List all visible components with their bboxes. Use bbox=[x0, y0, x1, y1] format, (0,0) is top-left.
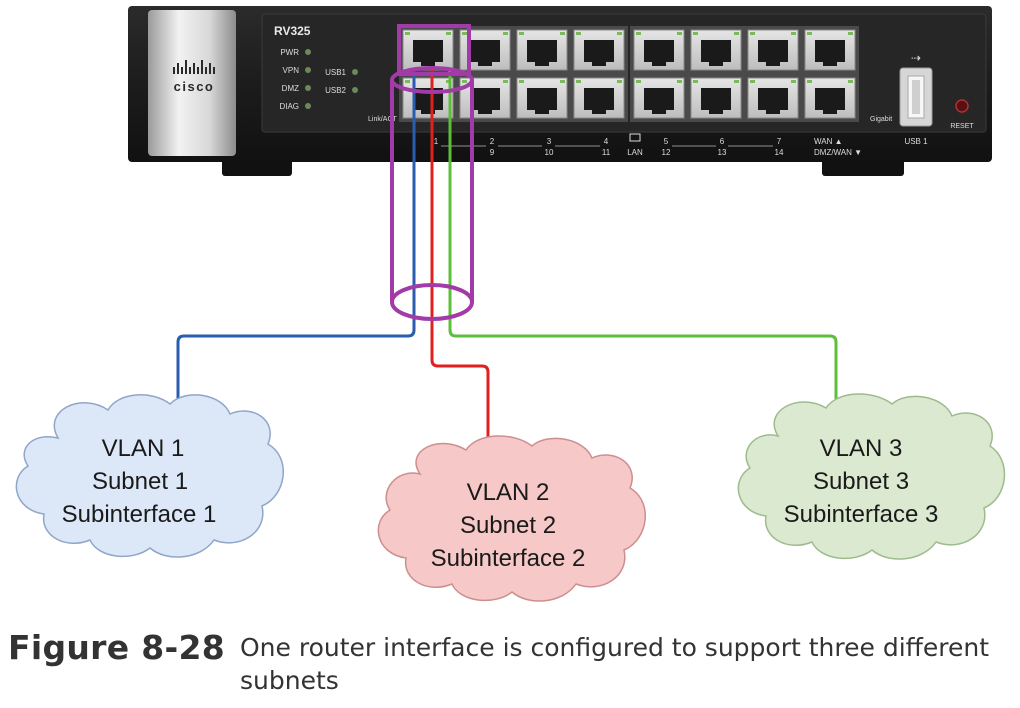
port-label-11: 11 bbox=[602, 148, 611, 157]
led-usb2 bbox=[352, 87, 358, 93]
ethernet-port bbox=[570, 26, 628, 74]
link-act-label: Link/ACT bbox=[368, 116, 398, 123]
figure-caption-text: One router interface is configured to su… bbox=[240, 633, 989, 695]
ethernet-port bbox=[456, 74, 514, 122]
lan-label: LAN bbox=[627, 148, 643, 157]
port1-highlight-box bbox=[397, 24, 471, 76]
cloud-3-subinterface: Subinterface 3 bbox=[784, 501, 939, 528]
led-diag bbox=[305, 103, 311, 109]
ethernet-port bbox=[687, 74, 745, 122]
ethernet-port bbox=[744, 74, 802, 122]
router-foot-right bbox=[822, 158, 904, 176]
cloud-3-vlan: VLAN 3 bbox=[820, 435, 903, 462]
figure-number: Figure 8-28 bbox=[8, 628, 225, 667]
vlan-cloud-2: VLAN 2 Subnet 2 Subinterface 2 bbox=[377, 435, 646, 602]
cloud-2-vlan: VLAN 2 bbox=[467, 479, 550, 506]
ethernet-port bbox=[570, 74, 628, 122]
led-label-pwr: PWR bbox=[280, 48, 299, 57]
port-label-3: 3 bbox=[547, 137, 552, 146]
cloud-1-vlan: VLAN 1 bbox=[102, 435, 185, 462]
router-foot-left bbox=[222, 158, 292, 176]
port-label-4: 4 bbox=[604, 137, 609, 146]
trunk-bottom-ellipse bbox=[390, 283, 474, 321]
brand-label: cisco bbox=[174, 79, 215, 94]
led-usb1 bbox=[352, 69, 358, 75]
ethernet-port bbox=[801, 26, 859, 74]
ethernet-port bbox=[513, 74, 571, 122]
dmz-wan-label: DMZ/WAN ▼ bbox=[814, 148, 862, 157]
ethernet-port bbox=[399, 74, 457, 122]
ethernet-port bbox=[513, 26, 571, 74]
ethernet-port bbox=[687, 26, 745, 74]
port-label-1: 1 bbox=[434, 137, 439, 146]
ethernet-ports bbox=[399, 26, 859, 122]
led-vpn bbox=[305, 67, 311, 73]
led-pwr bbox=[305, 49, 311, 55]
lan-icon bbox=[629, 133, 641, 142]
cloud-3-subnet: Subnet 3 bbox=[813, 468, 909, 495]
wan-label: WAN ▲ bbox=[814, 137, 843, 146]
cloud-shape-2 bbox=[377, 435, 646, 602]
cloud-shape-1 bbox=[15, 394, 284, 558]
port-label-13: 13 bbox=[718, 148, 727, 157]
vlan-wire-2 bbox=[430, 70, 490, 450]
led-label-vpn: VPN bbox=[283, 66, 300, 75]
usb-port-label: USB 1 bbox=[904, 137, 928, 146]
trunk-highlight bbox=[390, 24, 474, 321]
figure-caption: Figure 8-28 One router interface is conf… bbox=[8, 628, 1012, 697]
cloud-1-subinterface: Subinterface 1 bbox=[62, 501, 217, 528]
status-leds: PWR VPN DMZ DIAG USB1 USB2 Link/ACT bbox=[279, 48, 397, 123]
cisco-logo-plate bbox=[148, 10, 236, 156]
ethernet-port bbox=[801, 74, 859, 122]
gigabit-label: Gigabit bbox=[870, 116, 892, 123]
usb-icon: ⇢ bbox=[911, 51, 921, 65]
port-label-7: 7 bbox=[777, 137, 782, 146]
port-label-10: 10 bbox=[545, 148, 554, 157]
ethernet-port bbox=[399, 26, 457, 74]
vlan-cloud-1: VLAN 1 Subnet 1 Subinterface 1 bbox=[15, 394, 284, 558]
ethernet-port bbox=[456, 26, 514, 74]
led-label-diag: DIAG bbox=[279, 102, 299, 111]
cisco-logo-icon bbox=[173, 60, 215, 74]
usb-port bbox=[899, 67, 933, 127]
ethernet-port bbox=[744, 26, 802, 74]
router: cisco RV325 PWR VPN DMZ DIAG USB1 USB2 L… bbox=[128, 6, 992, 176]
cloud-2-subnet: Subnet 2 bbox=[460, 512, 556, 539]
port-label-9: 9 bbox=[490, 148, 495, 157]
vlan-wires bbox=[176, 70, 838, 450]
port-label-6: 6 bbox=[720, 137, 725, 146]
port-label-14: 14 bbox=[775, 148, 784, 157]
port-label-2: 2 bbox=[490, 137, 495, 146]
vlan-cloud-3: VLAN 3 Subnet 3 Subinterface 3 bbox=[737, 393, 1006, 560]
port-label-12: 12 bbox=[662, 148, 671, 157]
model-label: RV325 bbox=[274, 24, 311, 38]
port-label-5: 5 bbox=[664, 137, 669, 146]
led-label-usb2: USB2 bbox=[325, 86, 346, 95]
cloud-2-subinterface: Subinterface 2 bbox=[431, 545, 586, 572]
network-diagram: cisco RV325 PWR VPN DMZ DIAG USB1 USB2 L… bbox=[15, 6, 1006, 602]
reset-label: RESET bbox=[950, 123, 974, 130]
vlan-wire-3 bbox=[448, 70, 838, 402]
led-dmz bbox=[305, 85, 311, 91]
ethernet-port bbox=[630, 26, 688, 74]
cloud-1-subnet: Subnet 1 bbox=[92, 468, 188, 495]
ethernet-port bbox=[630, 74, 688, 122]
vlan-wire-1 bbox=[176, 70, 416, 404]
led-label-usb1: USB1 bbox=[325, 68, 346, 77]
reset-button bbox=[955, 99, 969, 113]
port-labels: 1 2 3 4 5 6 7 9 10 11 12 13 14 LAN WAN ▲… bbox=[434, 133, 862, 157]
cloud-shape-3 bbox=[737, 393, 1006, 560]
led-label-dmz: DMZ bbox=[282, 84, 299, 93]
